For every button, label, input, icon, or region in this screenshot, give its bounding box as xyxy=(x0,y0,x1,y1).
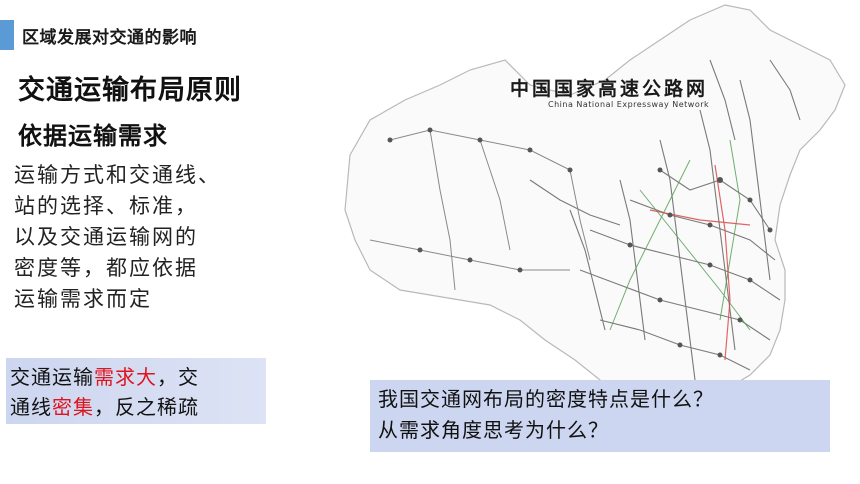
expressway-map xyxy=(344,4,846,401)
expressway-lines xyxy=(529,59,801,381)
body-line: 运输需求而定 xyxy=(14,287,152,311)
callout-line-1: 交通运输需求大，交 xyxy=(10,362,262,392)
title-accent-bar xyxy=(0,20,14,50)
principle-body: 运输方式和交通线、 站的选择、标准， 以及交通运输网的 密度等，都应依据 运输需… xyxy=(14,160,276,315)
callout-text: ，交 xyxy=(157,365,199,389)
callout-text: 通线 xyxy=(10,395,52,419)
map-subtitle: China National Expressway Network xyxy=(548,100,710,109)
question-line-2: 从需求角度思考为什么？ xyxy=(378,418,609,442)
slide-title-bar: 区域发展对交通的影响 xyxy=(0,18,197,52)
body-line: 运输方式和交通线、 xyxy=(14,163,221,187)
callout-highlight: 密集 xyxy=(52,395,94,419)
density-callout: 交通运输需求大，交 通线密集，反之稀疏 xyxy=(6,358,266,424)
city-nodes xyxy=(387,127,773,358)
principle-subheading: 依据运输需求 xyxy=(18,121,168,150)
callout-text: 交通运输 xyxy=(10,365,94,389)
country-outline xyxy=(344,4,846,401)
question-line-1: 我国交通网布局的密度特点是什么？ xyxy=(378,387,714,411)
question-box: 我国交通网布局的密度特点是什么？ 从需求角度思考为什么？ xyxy=(370,380,830,452)
callout-highlight: 需求大 xyxy=(94,365,157,389)
principle-heading: 交通运输布局原则 xyxy=(18,75,242,106)
red-lines xyxy=(649,164,751,361)
map-title: 中国国家高速公路网 xyxy=(510,78,709,100)
body-line: 站的选择、标准， xyxy=(14,194,198,218)
body-line: 密度等，都应依据 xyxy=(14,256,198,280)
slide-title: 区域发展对交通的影响 xyxy=(22,27,197,48)
green-lines xyxy=(609,139,751,331)
callout-line-2: 通线密集，反之稀疏 xyxy=(10,392,262,422)
callout-text: ，反之稀疏 xyxy=(94,395,199,419)
body-line: 以及交通运输网的 xyxy=(14,225,198,249)
